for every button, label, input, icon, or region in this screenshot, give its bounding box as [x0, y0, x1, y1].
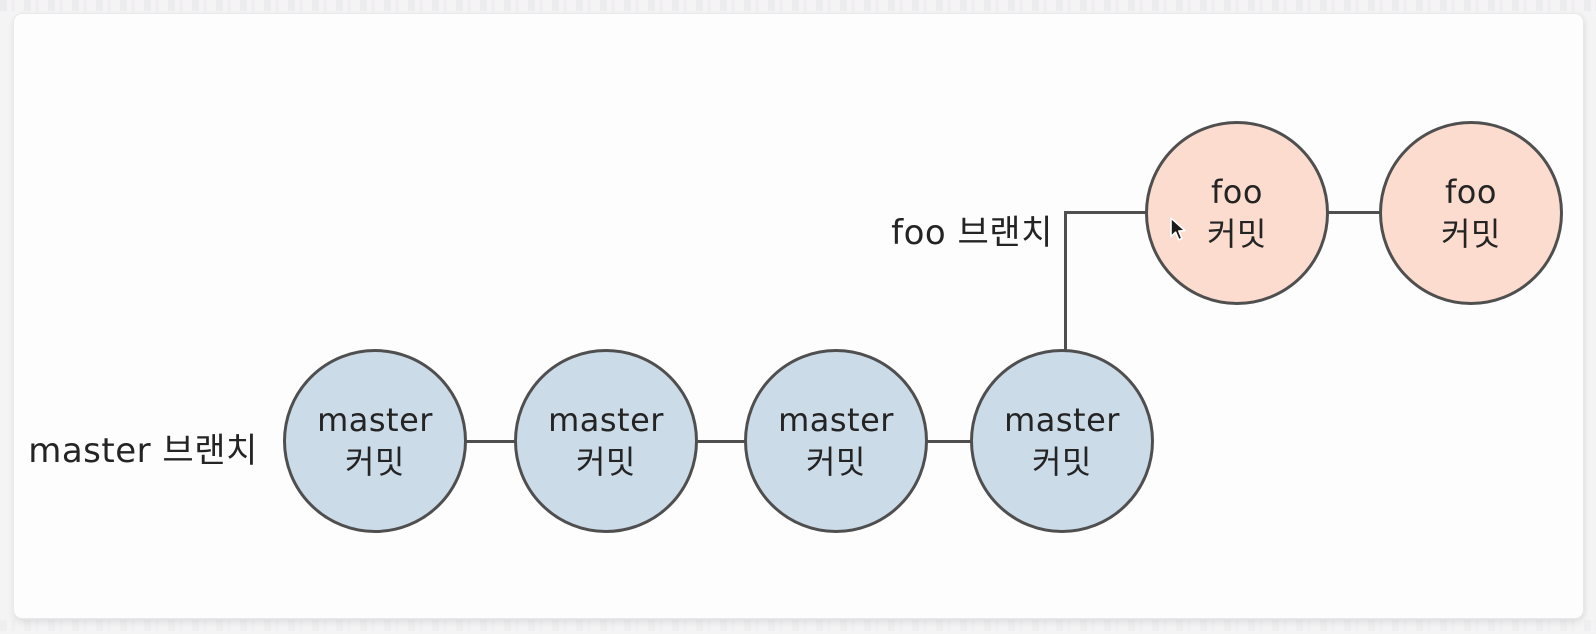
commit-label-line: master [778, 400, 894, 439]
commit-node-master-2: master 커밋 [514, 349, 698, 533]
commit-label-line: master [548, 400, 664, 439]
commit-node-master-4: master 커밋 [970, 349, 1154, 533]
commit-label-line: 커밋 [345, 443, 405, 481]
commit-label-line: 커밋 [1207, 215, 1267, 253]
commit-node-master-3: master 커밋 [744, 349, 928, 533]
edge-foo-commits [1237, 211, 1471, 214]
commit-label-line: foo [1211, 172, 1263, 211]
commit-label-line: master [317, 400, 433, 439]
background-pattern-bottom [0, 620, 1596, 631]
commit-node-foo-1: foo 커밋 [1145, 121, 1329, 305]
commit-label-line: 커밋 [576, 443, 636, 481]
commit-label-line: 커밋 [1032, 443, 1092, 481]
foo-branch-label: foo 브랜치 [891, 213, 1053, 253]
diagram-canvas [13, 13, 1584, 619]
commit-label-line: 커밋 [1441, 215, 1501, 253]
background-pattern-top [0, 0, 1596, 11]
commit-label-line: master [1004, 400, 1120, 439]
master-branch-label: master 브랜치 [28, 431, 258, 471]
mouse-pointer-icon [1170, 217, 1186, 241]
edge-branch-elbow-vertical [1064, 211, 1067, 441]
commit-label-line: 커밋 [806, 443, 866, 481]
commit-node-master-1: master 커밋 [283, 349, 467, 533]
commit-label-line: foo [1445, 172, 1497, 211]
edge-master-commits [375, 440, 1062, 443]
commit-node-foo-2: foo 커밋 [1379, 121, 1563, 305]
